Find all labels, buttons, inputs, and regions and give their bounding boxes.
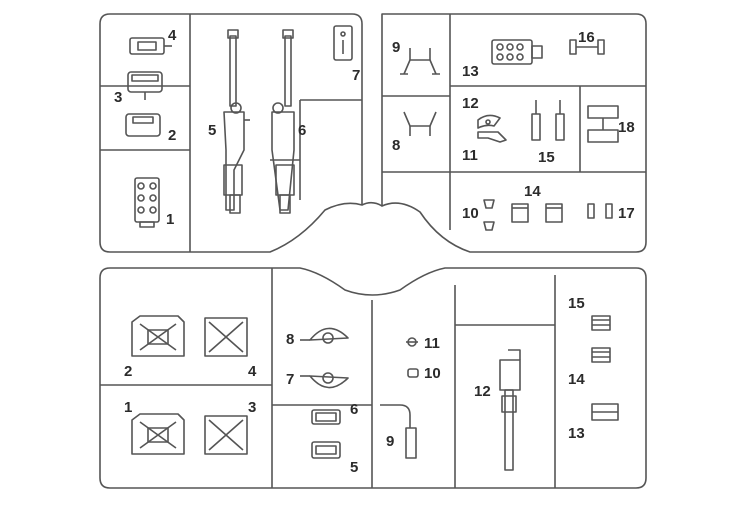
bottom-label-12: 12 (474, 383, 491, 400)
bottom-label-7: 7 (286, 371, 294, 388)
part-top-7 (333, 25, 353, 61)
part-top-11 (477, 131, 507, 143)
part-bottom-9 (380, 404, 417, 459)
bottom-label-2: 2 (124, 363, 132, 380)
part-bottom-6 (311, 409, 341, 425)
part-top-5 (223, 29, 250, 214)
part-bottom-2 (131, 315, 185, 357)
part-top-2 (125, 113, 161, 137)
top-label-7: 7 (352, 67, 360, 84)
top-label-10: 10 (462, 205, 479, 222)
part-bottom-10 (407, 368, 419, 378)
top-labels: 4 3 2 1 5 6 7 9 8 13 16 12 11 15 18 14 1… (114, 27, 635, 228)
top-label-4: 4 (168, 27, 177, 44)
part-top-6 (271, 29, 295, 214)
top-label-3: 3 (114, 89, 122, 106)
part-top-12 (477, 114, 501, 129)
bottom-label-13: 13 (568, 425, 585, 442)
part-top-1 (134, 177, 160, 228)
part-top-16 (569, 39, 605, 55)
part-top-9 (400, 48, 440, 75)
bottom-label-5: 5 (350, 459, 358, 476)
top-sprue-frame (99, 13, 647, 253)
top-label-6: 6 (298, 122, 306, 139)
top-label-15: 15 (538, 149, 555, 166)
part-bottom-11 (406, 337, 418, 347)
part-bottom-15 (591, 315, 611, 331)
part-top-18 (587, 105, 619, 143)
top-label-8: 8 (392, 137, 400, 154)
part-bottom-3 (204, 415, 248, 455)
top-label-1: 1 (166, 211, 174, 228)
bottom-sprue-frame (99, 267, 647, 489)
part-bottom-14 (591, 347, 611, 363)
top-label-14: 14 (524, 183, 541, 200)
top-label-5: 5 (208, 122, 216, 139)
top-label-13: 13 (462, 63, 479, 80)
bottom-label-11: 11 (424, 335, 440, 352)
part-bottom-12 (499, 349, 521, 471)
top-label-17: 17 (618, 205, 635, 222)
bottom-label-14: 14 (568, 371, 585, 388)
part-top-17 (587, 203, 613, 219)
top-label-12: 12 (462, 95, 479, 112)
part-bottom-7 (300, 372, 349, 389)
top-label-16: 16 (578, 29, 595, 46)
part-top-8 (403, 111, 437, 136)
bottom-label-10: 10 (424, 365, 441, 382)
bottom-label-15: 15 (568, 295, 585, 312)
bottom-label-3: 3 (248, 399, 256, 416)
part-bottom-1 (131, 413, 185, 455)
part-bottom-8 (300, 327, 349, 344)
bottom-label-4: 4 (248, 363, 257, 380)
part-top-10 (483, 199, 495, 231)
top-label-9: 9 (392, 39, 400, 56)
top-label-18: 18 (618, 119, 635, 136)
part-top-3 (127, 71, 163, 100)
bottom-labels: 2 4 1 3 8 7 11 10 6 5 9 12 15 14 13 (124, 295, 585, 476)
part-bottom-13 (591, 403, 619, 421)
bottom-label-8: 8 (286, 331, 294, 348)
part-top-14 (511, 203, 563, 223)
bottom-label-6: 6 (350, 401, 358, 418)
part-top-4 (129, 37, 172, 55)
top-label-11: 11 (462, 147, 478, 164)
part-top-15 (531, 100, 565, 141)
part-bottom-5 (311, 441, 341, 459)
bottom-label-9: 9 (386, 433, 394, 450)
bottom-label-1: 1 (124, 399, 132, 416)
part-top-13 (491, 39, 543, 65)
top-label-2: 2 (168, 127, 176, 144)
part-bottom-4 (204, 317, 248, 357)
